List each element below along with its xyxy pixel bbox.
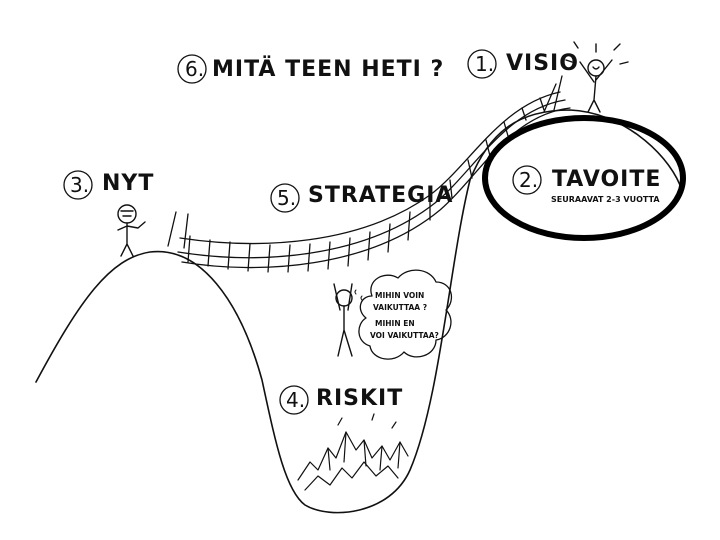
label-6-text: MITÄ TEEN HETI ? (212, 56, 444, 82)
label-6-number: 6. (185, 57, 204, 81)
thought-bubble (359, 270, 452, 359)
label-1-number: 1. (475, 52, 494, 76)
label-4-text: RISKIT (316, 386, 403, 411)
label-5-text: STRATEGIA (308, 183, 453, 208)
label-3-text: NYT (102, 171, 154, 196)
bubble-line-1: MIHIN VOIN (375, 291, 424, 300)
risk-mountains (298, 414, 408, 490)
bubble-line-4: VOI VAIKUTTAA? (370, 331, 439, 340)
label-4-number: 4. (286, 388, 305, 412)
person-hanging-icon (334, 284, 352, 356)
label-2-subtext: SEURAAVAT 2-3 VUOTTA (551, 195, 660, 204)
rope-bridge (168, 76, 570, 272)
person-now-icon (118, 205, 145, 256)
bubble-line-2: VAIKUTTAA ? (373, 303, 427, 312)
label-2-number: 2. (519, 168, 538, 192)
bubble-line-3: MIHIN EN (375, 319, 415, 328)
label-3-number: 3. (70, 173, 89, 197)
label-1-text: VISIO (506, 51, 579, 76)
label-5-number: 5. (277, 186, 296, 210)
label-2-text: TAVOITE (552, 167, 661, 192)
number-circles (64, 50, 541, 414)
